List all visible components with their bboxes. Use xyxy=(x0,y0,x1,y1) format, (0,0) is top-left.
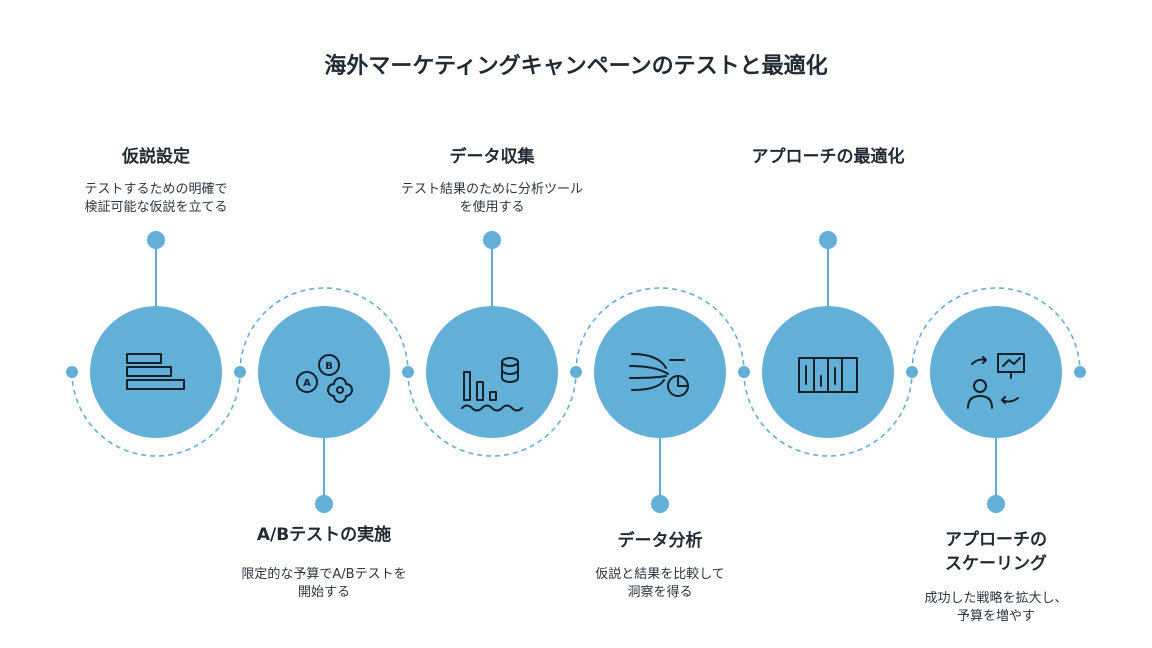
axis-dot xyxy=(570,366,582,378)
connector-dot-step-3 xyxy=(483,231,501,249)
step-6-desc-line-2: 予算を増やす xyxy=(957,609,1035,624)
axis-dot xyxy=(66,366,78,378)
step-1-desc-line-1: テストするための明確で xyxy=(84,181,227,197)
step-3-desc-line-1: テスト結果のために分析ツール xyxy=(401,182,583,197)
axis-dots xyxy=(66,366,1086,378)
diagram-title: 海外マーケティングキャンペーンのテストと最適化 xyxy=(324,53,827,79)
arc-bottom-5 xyxy=(743,371,913,457)
step-1-desc-line-2: 検証可能な仮説を立てる xyxy=(84,199,227,215)
step-circle-4 xyxy=(594,306,726,438)
step-5-title: アプローチの最適化 xyxy=(752,146,905,167)
connector-dot-step-2 xyxy=(315,495,333,513)
step-1-title: 仮説設定 xyxy=(121,146,190,167)
step-2-desc-line-2: 開始する xyxy=(298,585,350,600)
axis-dot xyxy=(234,366,246,378)
step-2-desc-line-1: 限定的な予算でA/Bテストを xyxy=(241,566,406,582)
axis-dot xyxy=(1074,366,1086,378)
step-circle-6 xyxy=(930,306,1062,438)
step-2-label: A/Bテストの実施 限定的な予算でA/Bテストを 開始する xyxy=(241,524,406,600)
horizontal-bars-icon xyxy=(126,353,185,390)
ab-test-gamepad-icon: A B xyxy=(296,354,353,403)
arc-bottom-1 xyxy=(71,371,241,457)
step-6-title-line-2: スケーリング xyxy=(945,553,1047,574)
step-4-desc-line-2: 洞察を得る xyxy=(627,584,692,600)
step-3-title: データ収集 xyxy=(450,146,536,167)
arc-top-4 xyxy=(575,287,745,373)
axis-dot xyxy=(906,366,918,378)
step-3-label: データ収集 テスト結果のために分析ツール を使用する xyxy=(401,146,583,215)
connector-dot-step-5 xyxy=(819,231,837,249)
icon-label-b: B xyxy=(325,361,333,372)
step-circle-3 xyxy=(426,306,558,438)
dashed-arcs xyxy=(71,287,1081,457)
axis-dot xyxy=(402,366,414,378)
step-1-label: 仮説設定 テストするための明確で 検証可能な仮説を立てる xyxy=(84,146,227,215)
arc-bottom-3 xyxy=(407,371,577,457)
connector-dot-step-4 xyxy=(651,495,669,513)
step-circle-1 xyxy=(90,306,222,438)
data-collection-icon xyxy=(461,357,523,412)
step-6-desc-line-1: 成功した戦略を拡大し、 xyxy=(924,590,1067,606)
scaling-presentation-icon xyxy=(967,353,1025,409)
arc-top-6 xyxy=(911,287,1081,373)
step-2-title: A/Bテストの実施 xyxy=(257,524,391,545)
icon-label-a: A xyxy=(303,378,311,389)
connector-dot-step-6 xyxy=(987,495,1005,513)
step-5-label: アプローチの最適化 xyxy=(752,146,905,167)
connectors xyxy=(147,231,1005,513)
step-3-desc-line-2: を使用する xyxy=(459,199,524,215)
axis-dot xyxy=(738,366,750,378)
step-circle-2 xyxy=(258,306,390,438)
step-6-label: アプローチの スケーリング 成功した戦略を拡大し、 予算を増やす xyxy=(924,529,1067,624)
step-4-label: データ分析 仮説と結果を比較して 洞察を得る xyxy=(595,530,725,600)
data-analysis-icon xyxy=(629,353,689,397)
connector-dot-step-1 xyxy=(147,231,165,249)
step-6-title-line-1: アプローチの xyxy=(945,529,1047,550)
step-4-desc-line-1: 仮説と結果を比較して xyxy=(595,566,725,582)
arc-top-2 xyxy=(239,287,409,373)
step-4-title: データ分析 xyxy=(618,530,703,551)
optimization-columns-icon xyxy=(798,357,858,393)
